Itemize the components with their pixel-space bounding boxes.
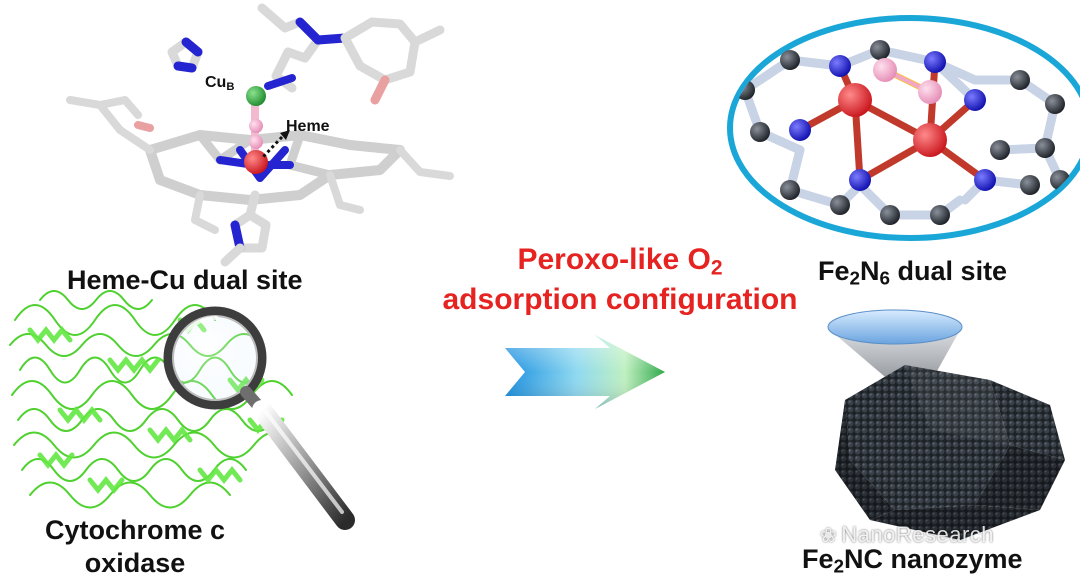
fe2nc-sub: 2 xyxy=(834,557,845,578)
fe2nc-fe: Fe xyxy=(802,544,834,574)
fe2nc-nanozyme-label: Fe2NC nanozyme xyxy=(802,544,1023,575)
fe2nc-rest: NC nanozyme xyxy=(844,544,1023,574)
